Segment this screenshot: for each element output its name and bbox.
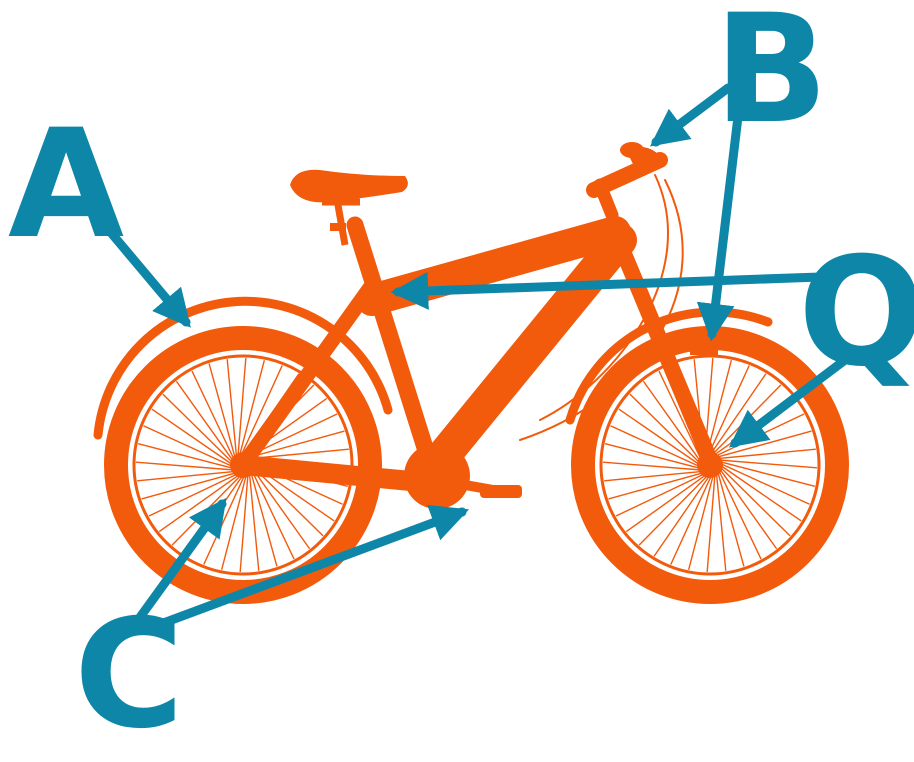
label-q: Q	[798, 238, 914, 388]
wheel-spoke	[716, 473, 725, 571]
wheel-spoke	[238, 358, 246, 456]
wheel-spoke	[719, 470, 761, 559]
wheel-spoke	[604, 471, 702, 480]
front-brake	[690, 343, 718, 355]
wheel-spoke	[137, 471, 235, 480]
label-c: C	[74, 600, 184, 750]
wheel-spoke	[616, 474, 705, 516]
wheel-spoke	[720, 465, 801, 521]
handlebar	[594, 142, 665, 190]
wheel-spoke	[654, 475, 710, 556]
wheel-spoke	[152, 409, 233, 465]
label-a: A	[8, 110, 124, 260]
wheel-spoke	[249, 473, 258, 571]
wheel-spoke	[671, 475, 712, 565]
wheel-spoke	[719, 460, 817, 468]
bicycle-diagram: A B Q C	[0, 0, 914, 725]
wheel-spoke	[252, 470, 294, 559]
label-b: B	[714, 0, 828, 145]
wheel-spoke	[192, 371, 234, 460]
arrow-c-pedal	[150, 512, 462, 628]
wheel-spoke	[149, 474, 238, 516]
wheel-spoke	[143, 426, 233, 467]
wheel-spoke	[718, 449, 816, 458]
wheel-spoke	[227, 359, 236, 457]
wheel-spoke	[240, 474, 248, 572]
wheel-spoke	[720, 463, 810, 504]
wheel-spoke	[136, 462, 234, 470]
wheel-spoke	[603, 462, 701, 470]
wheel-spoke	[610, 426, 700, 467]
wheel-spoke	[707, 474, 715, 572]
